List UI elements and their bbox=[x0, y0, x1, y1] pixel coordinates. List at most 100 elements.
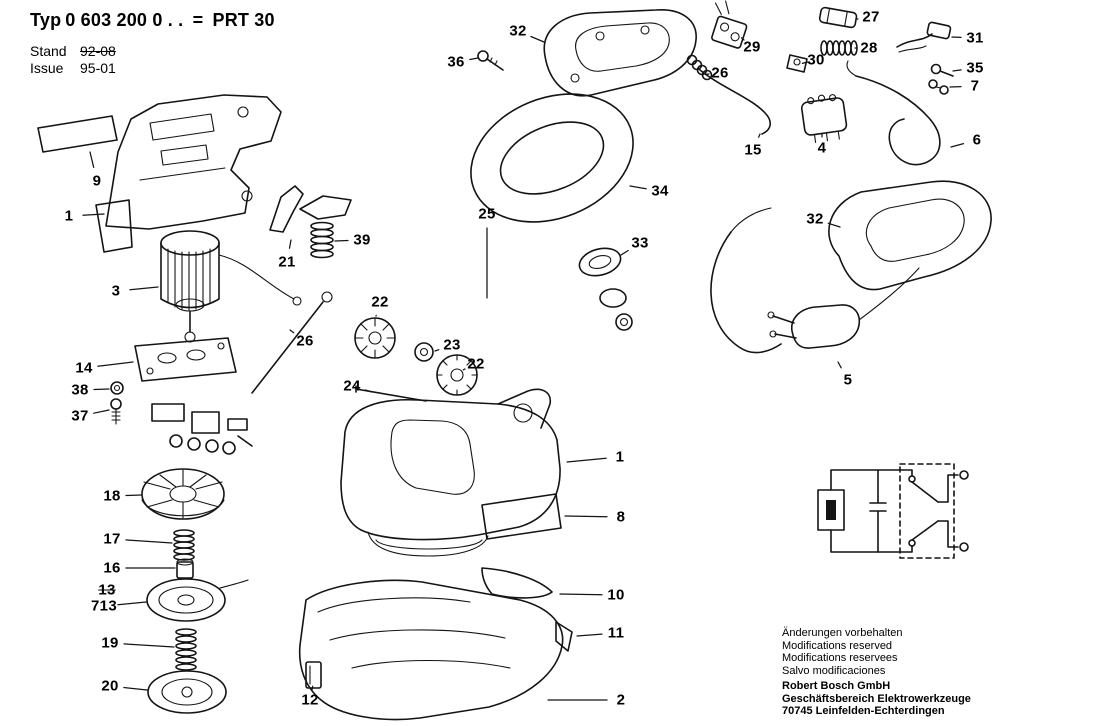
type-label: Typ bbox=[30, 10, 62, 30]
part-22-pulley-a bbox=[354, 317, 396, 359]
leader-lines bbox=[82, 18, 965, 701]
leader-line bbox=[89, 151, 95, 169]
part-label-3: 3 bbox=[111, 282, 121, 300]
part-label-5: 5 bbox=[843, 371, 853, 389]
leader-line bbox=[950, 142, 965, 148]
leader-line bbox=[530, 35, 545, 43]
footer-note-line: Änderungen vorbehalten bbox=[782, 627, 903, 639]
part-label-39: 39 bbox=[353, 231, 371, 249]
part-label-26: 26 bbox=[296, 332, 314, 350]
leader-line bbox=[82, 213, 105, 216]
stand-value: 92-08 bbox=[80, 43, 116, 59]
part-label-14: 14 bbox=[75, 359, 93, 377]
part-18-fan bbox=[141, 468, 225, 520]
part-label-24: 24 bbox=[343, 377, 361, 395]
part-36-screw bbox=[477, 50, 504, 71]
part-label-29: 29 bbox=[743, 38, 761, 56]
part-label-36: 36 bbox=[447, 53, 465, 71]
leader-line bbox=[364, 389, 373, 393]
part-label-31: 31 bbox=[966, 29, 984, 47]
part-9-nameplate bbox=[37, 115, 118, 153]
part-37-screw bbox=[110, 398, 122, 425]
part-20-cover bbox=[147, 670, 227, 714]
footer-company-line: Geschäftsbereich Elektrowerkzeuge bbox=[782, 692, 971, 705]
leader-line bbox=[123, 686, 148, 691]
leader-line bbox=[629, 185, 647, 190]
part-label-32: 32 bbox=[509, 22, 527, 40]
part-21-lever bbox=[269, 185, 352, 233]
part-label-20: 20 bbox=[101, 677, 119, 695]
part-label-10: 10 bbox=[607, 586, 625, 604]
part-35-screw bbox=[930, 63, 954, 77]
part-34-loop-handle bbox=[470, 93, 634, 223]
part-7-clip bbox=[928, 79, 949, 95]
part-30-contact bbox=[786, 54, 808, 73]
part-label-32: 32 bbox=[806, 210, 824, 228]
part-12-latch bbox=[305, 661, 322, 689]
part-15-cable bbox=[699, 69, 771, 135]
part-25-shaft-tube bbox=[445, 77, 655, 343]
part-label-28: 28 bbox=[860, 39, 878, 57]
part-label-33: 33 bbox=[631, 234, 649, 252]
part-label-22: 22 bbox=[467, 355, 485, 373]
part-label-34: 34 bbox=[651, 182, 669, 200]
part-label-12: 12 bbox=[301, 691, 319, 709]
part-4-switch bbox=[800, 94, 848, 143]
part-8-label-plate bbox=[481, 493, 562, 540]
leader-line bbox=[576, 633, 603, 637]
part-label-18: 18 bbox=[103, 487, 121, 505]
stand-line: Stand 92-08 bbox=[30, 43, 279, 60]
part-label-27: 27 bbox=[862, 8, 880, 26]
part-26-spring bbox=[686, 54, 713, 81]
part-14-baseplate bbox=[134, 337, 237, 382]
part-1-motor-housing bbox=[340, 388, 561, 557]
leader-line bbox=[117, 601, 147, 606]
part-label-7: 7 bbox=[970, 77, 980, 95]
part-label-713: 713 bbox=[91, 597, 117, 615]
part-label-37: 37 bbox=[71, 407, 89, 425]
leader-line bbox=[837, 361, 842, 369]
leader-line bbox=[469, 57, 479, 61]
leader-line bbox=[952, 69, 962, 72]
part-label-38: 38 bbox=[71, 381, 89, 399]
part-label-1: 1 bbox=[64, 207, 74, 225]
leader-line bbox=[564, 515, 608, 518]
part-label-2: 2 bbox=[616, 691, 626, 709]
part-39-spring bbox=[310, 221, 334, 259]
footer-company-line: Robert Bosch GmbH bbox=[782, 680, 891, 692]
footer-note-line: Salvo modificaciones bbox=[782, 664, 886, 677]
part-label-35: 35 bbox=[966, 59, 984, 77]
part-5-power-cord bbox=[710, 207, 920, 354]
leader-line bbox=[97, 361, 134, 367]
footer-company-line: 70745 Leinfelden-Echterdingen bbox=[782, 705, 945, 717]
leader-line bbox=[311, 685, 314, 691]
part-27-connector bbox=[818, 6, 858, 29]
part-label-21: 21 bbox=[278, 253, 296, 271]
part-32-handle-top bbox=[543, 9, 697, 97]
part-label-9: 9 bbox=[92, 172, 102, 190]
part-31-cable bbox=[896, 21, 952, 53]
part-38-nut bbox=[110, 381, 124, 395]
leader-line bbox=[757, 133, 761, 138]
leader-line bbox=[620, 249, 629, 256]
leader-line bbox=[827, 222, 841, 228]
part-11-blade bbox=[555, 621, 573, 652]
leader-line bbox=[93, 388, 110, 391]
leader-line bbox=[289, 329, 295, 334]
leader-line bbox=[434, 349, 440, 352]
part-16-bushing bbox=[176, 558, 194, 579]
part-29-switch-insert bbox=[711, 0, 748, 49]
stand-label: Stand bbox=[30, 43, 67, 59]
part-33-cord-guide bbox=[578, 247, 633, 331]
part-22-pulley-b bbox=[436, 354, 478, 396]
model-name: PRT 30 bbox=[212, 10, 275, 30]
leader-line bbox=[740, 37, 745, 41]
part-713-spool bbox=[146, 578, 249, 622]
